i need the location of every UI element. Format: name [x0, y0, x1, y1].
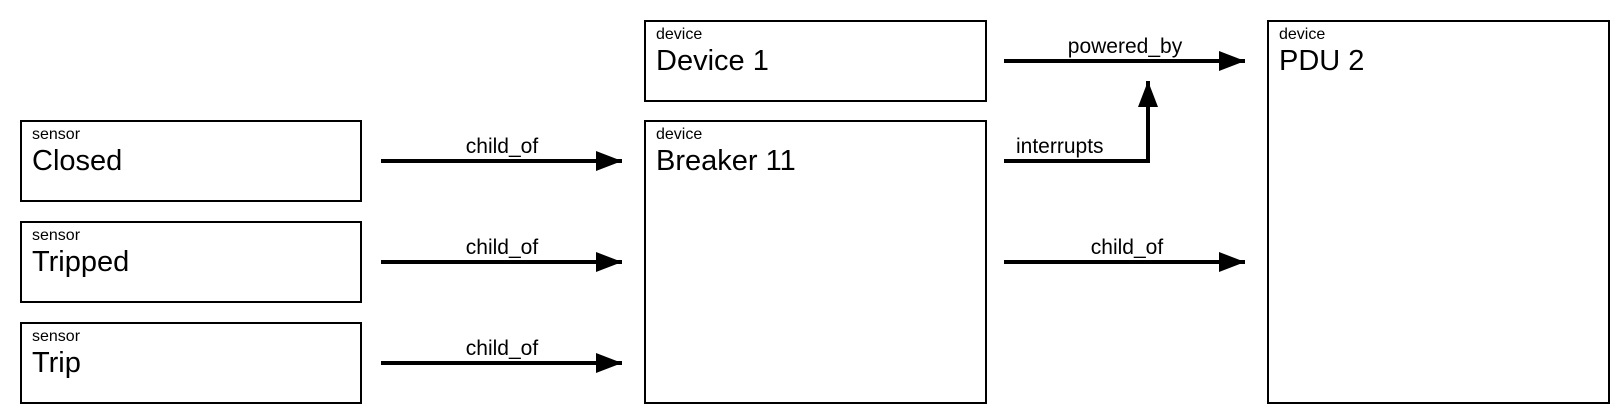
edge-label: child_of	[466, 337, 539, 360]
edge-label: powered_by	[1068, 35, 1183, 58]
node-tripped: sensor Tripped	[20, 221, 362, 303]
node-label: Closed	[32, 145, 123, 177]
node-closed: sensor Closed	[20, 120, 362, 202]
node-device-1: device Device 1	[644, 20, 987, 102]
edge-device1-pdu2: powered_by	[1004, 35, 1245, 71]
node-trip: sensor Trip	[20, 322, 362, 404]
edge-trip-breaker: child_of	[381, 337, 622, 373]
edge-label: interrupts	[1016, 135, 1104, 158]
edge-label: child_of	[466, 236, 539, 259]
edge-breaker-interrupts: interrupts	[1004, 81, 1158, 163]
node-breaker-11: device Breaker 11	[644, 120, 987, 404]
node-type: device	[656, 126, 703, 143]
node-label: PDU 2	[1279, 45, 1365, 77]
edge-label: child_of	[1091, 236, 1164, 259]
edge-tripped-breaker: child_of	[381, 236, 622, 272]
edge-label: child_of	[466, 135, 539, 158]
node-label: Device 1	[656, 45, 769, 77]
node-type: sensor	[32, 328, 81, 345]
edge-closed-breaker: child_of	[381, 135, 622, 171]
node-label: Trip	[32, 347, 81, 379]
node-type: device	[656, 26, 703, 43]
node-label: Tripped	[32, 246, 130, 278]
node-label: Breaker 11	[656, 145, 796, 177]
node-type: sensor	[32, 126, 81, 143]
edge-breaker-pdu2: child_of	[1004, 236, 1245, 272]
edge-line	[1004, 81, 1158, 163]
node-type: sensor	[32, 227, 81, 244]
node-pdu-2: device PDU 2	[1267, 20, 1610, 404]
node-type: device	[1279, 26, 1326, 43]
